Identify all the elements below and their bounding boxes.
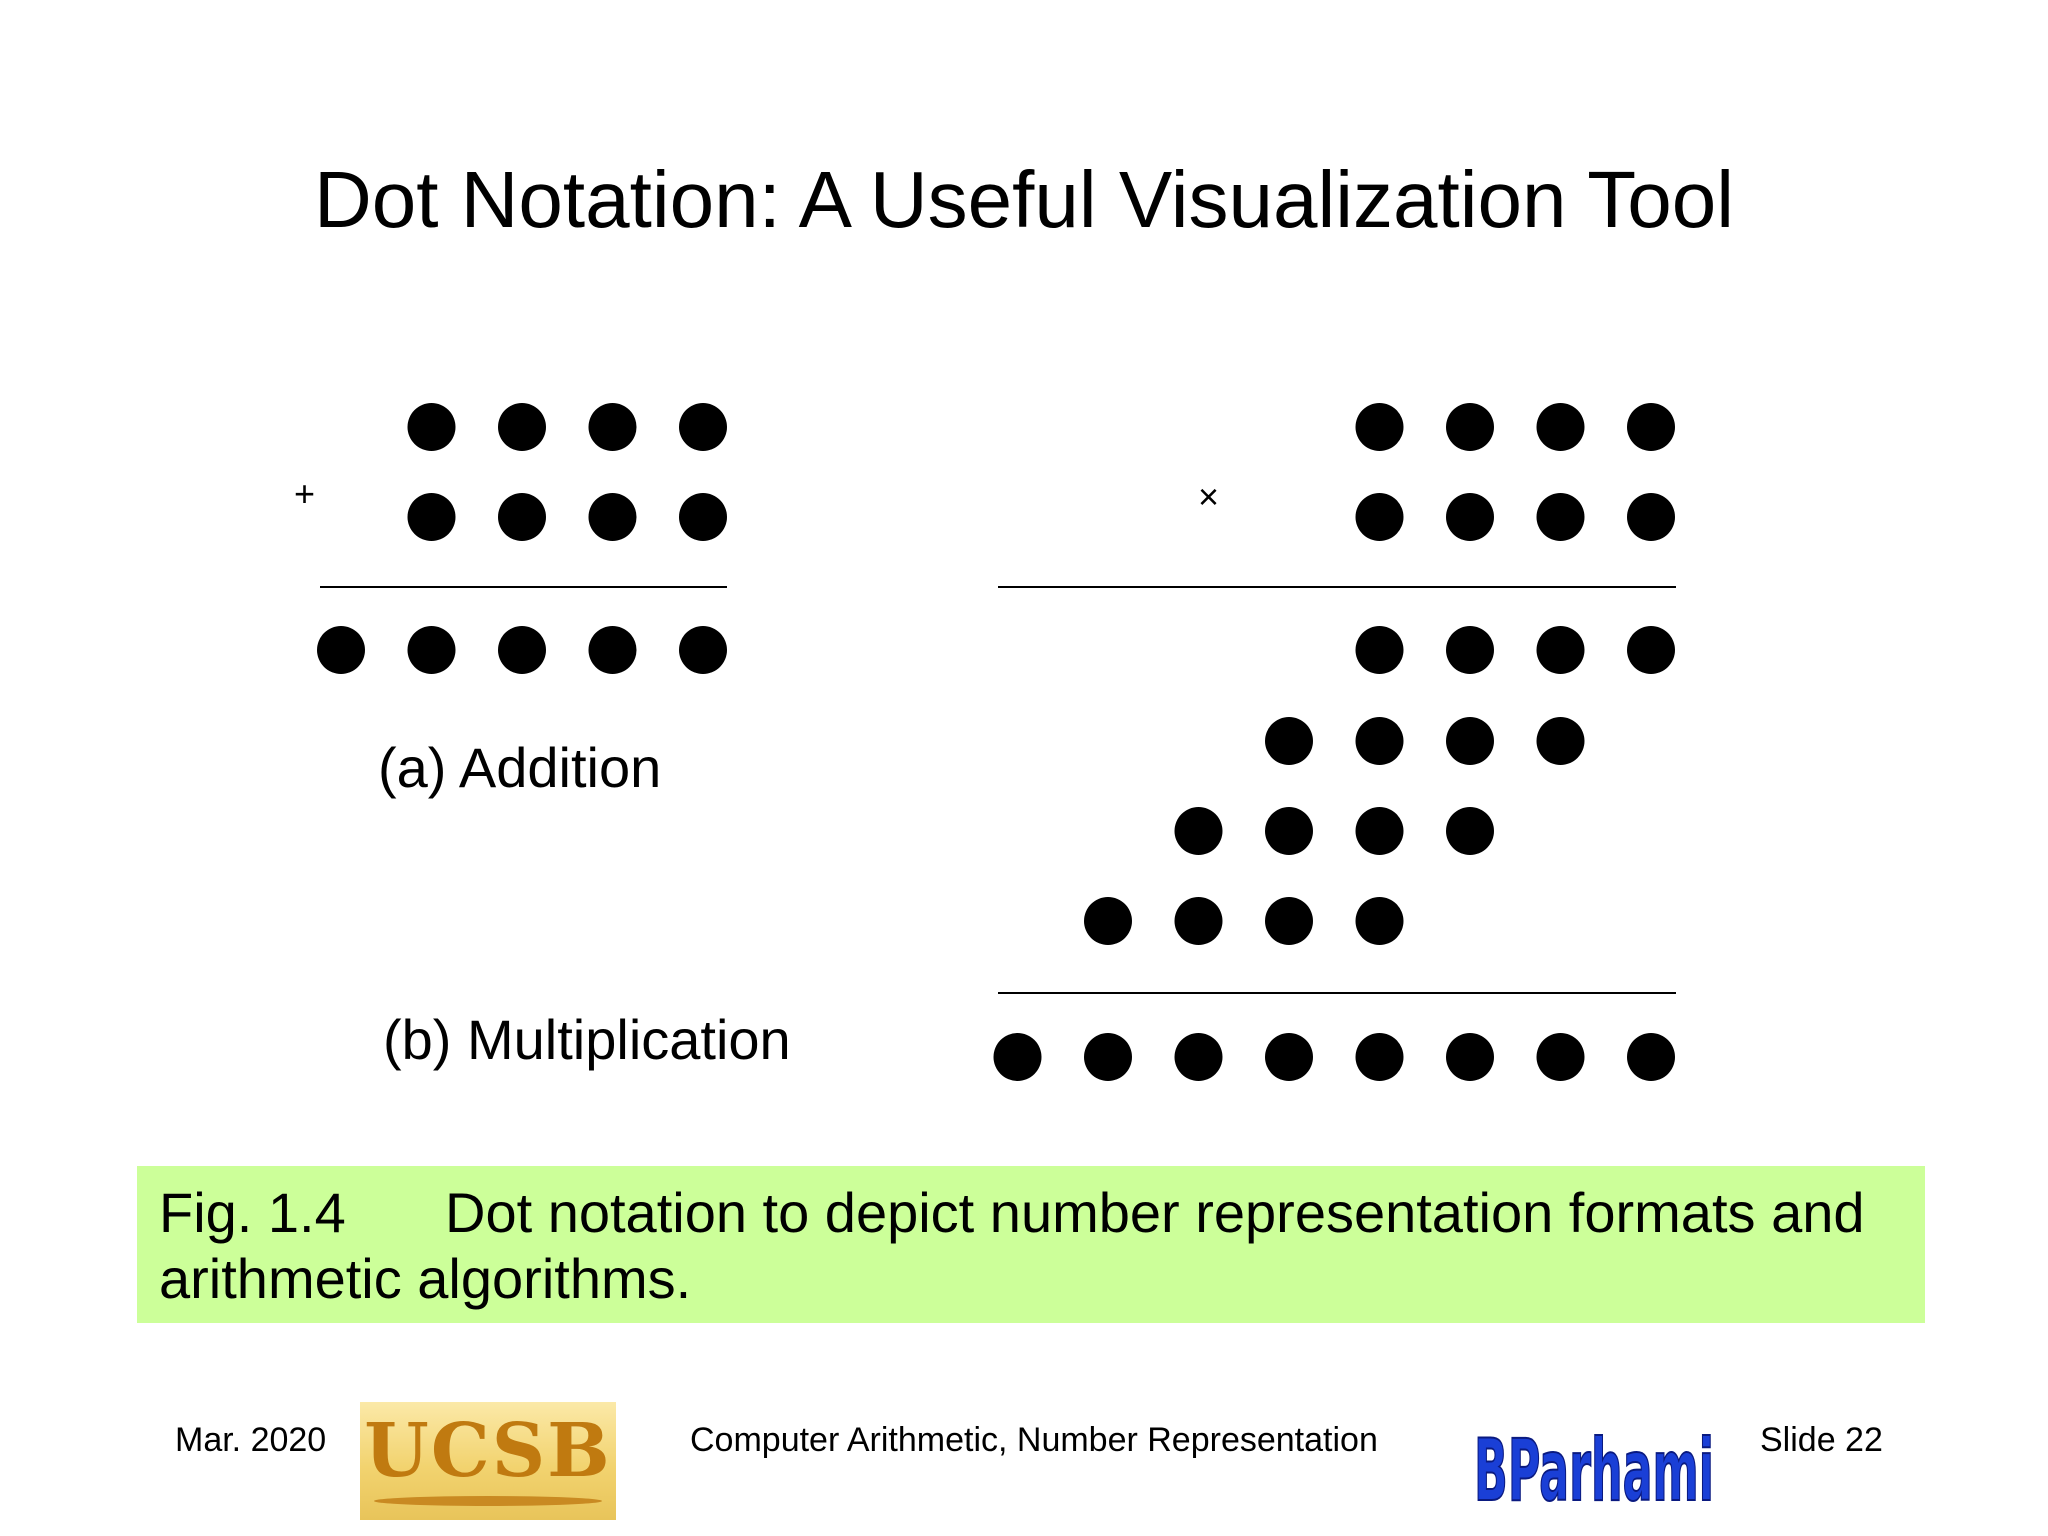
partial-product-dot — [1265, 807, 1313, 855]
ucsb-logo: UCSB — [360, 1402, 616, 1520]
partial-product-dot — [1084, 897, 1132, 945]
multiplication-operand-dot — [1627, 403, 1675, 451]
product-dot — [1446, 1033, 1494, 1081]
addition-sum-dot — [679, 626, 727, 674]
addition-operand-dot — [407, 493, 456, 541]
partial-product-dot — [1355, 807, 1404, 855]
partial-product-dot — [1355, 626, 1404, 674]
partial-product-dot — [1174, 807, 1223, 855]
partial-product-dot — [1446, 807, 1494, 855]
partial-product-dot — [1536, 717, 1585, 765]
times-operator: × — [1198, 476, 1220, 517]
addition-operand-dot — [679, 493, 727, 541]
addition-operand-dot — [588, 493, 637, 541]
multiplication-operand-dot — [1536, 403, 1585, 451]
figure-caption-text: Dot notation to depict number representa… — [159, 1181, 1865, 1310]
addition-sum-dot — [407, 626, 456, 674]
multiplication-operand-dot — [1355, 403, 1404, 451]
addition-operand-dot — [498, 403, 546, 451]
multiplication-dots — [993, 403, 1675, 1081]
multiplication-operand-dot — [1627, 493, 1675, 541]
footer-slide-number: Slide 22 — [1760, 1421, 1883, 1459]
partial-product-dot — [1174, 897, 1223, 945]
multiplication-operand-dot — [1446, 403, 1494, 451]
footer-course-title: Computer Arithmetic, Number Representati… — [690, 1421, 1378, 1459]
multiplication-operand-dot — [1446, 493, 1494, 541]
product-dot — [993, 1033, 1042, 1081]
multiplication-label: (b) Multiplication — [383, 1008, 791, 1071]
partial-product-dot — [1265, 897, 1313, 945]
plus-operator: + — [294, 473, 316, 514]
figure-number: Fig. 1.4 — [159, 1181, 346, 1244]
partial-product-dot — [1446, 717, 1494, 765]
author-logo: BParhami — [1473, 1420, 1715, 1516]
partial-product-dot — [1536, 626, 1585, 674]
addition-label: (a) Addition — [378, 736, 662, 799]
product-dot — [1536, 1033, 1585, 1081]
multiplication-operand-dot — [1355, 493, 1404, 541]
product-dot — [1174, 1033, 1223, 1081]
addition-dots — [317, 403, 727, 674]
addition-operand-dot — [679, 403, 727, 451]
partial-product-dot — [1355, 897, 1404, 945]
product-dot — [1355, 1033, 1404, 1081]
addition-operand-dot — [407, 403, 456, 451]
partial-product-dot — [1446, 626, 1494, 674]
svg-text:BParhami: BParhami — [1474, 1421, 1714, 1516]
product-dot — [1627, 1033, 1675, 1081]
addition-sum-dot — [588, 626, 637, 674]
slide-title: Dot Notation: A Useful Visualization Too… — [313, 155, 1735, 244]
partial-product-dot — [1627, 626, 1675, 674]
multiplication-operand-dot — [1536, 493, 1585, 541]
partial-product-dot — [1355, 717, 1404, 765]
product-dot — [1084, 1033, 1132, 1081]
addition-sum-dot — [498, 626, 546, 674]
addition-operand-dot — [588, 403, 637, 451]
partial-product-dot — [1265, 717, 1313, 765]
product-dot — [1265, 1033, 1313, 1081]
footer-date: Mar. 2020 — [175, 1421, 327, 1459]
addition-operand-dot — [498, 493, 546, 541]
addition-sum-dot — [317, 626, 365, 674]
